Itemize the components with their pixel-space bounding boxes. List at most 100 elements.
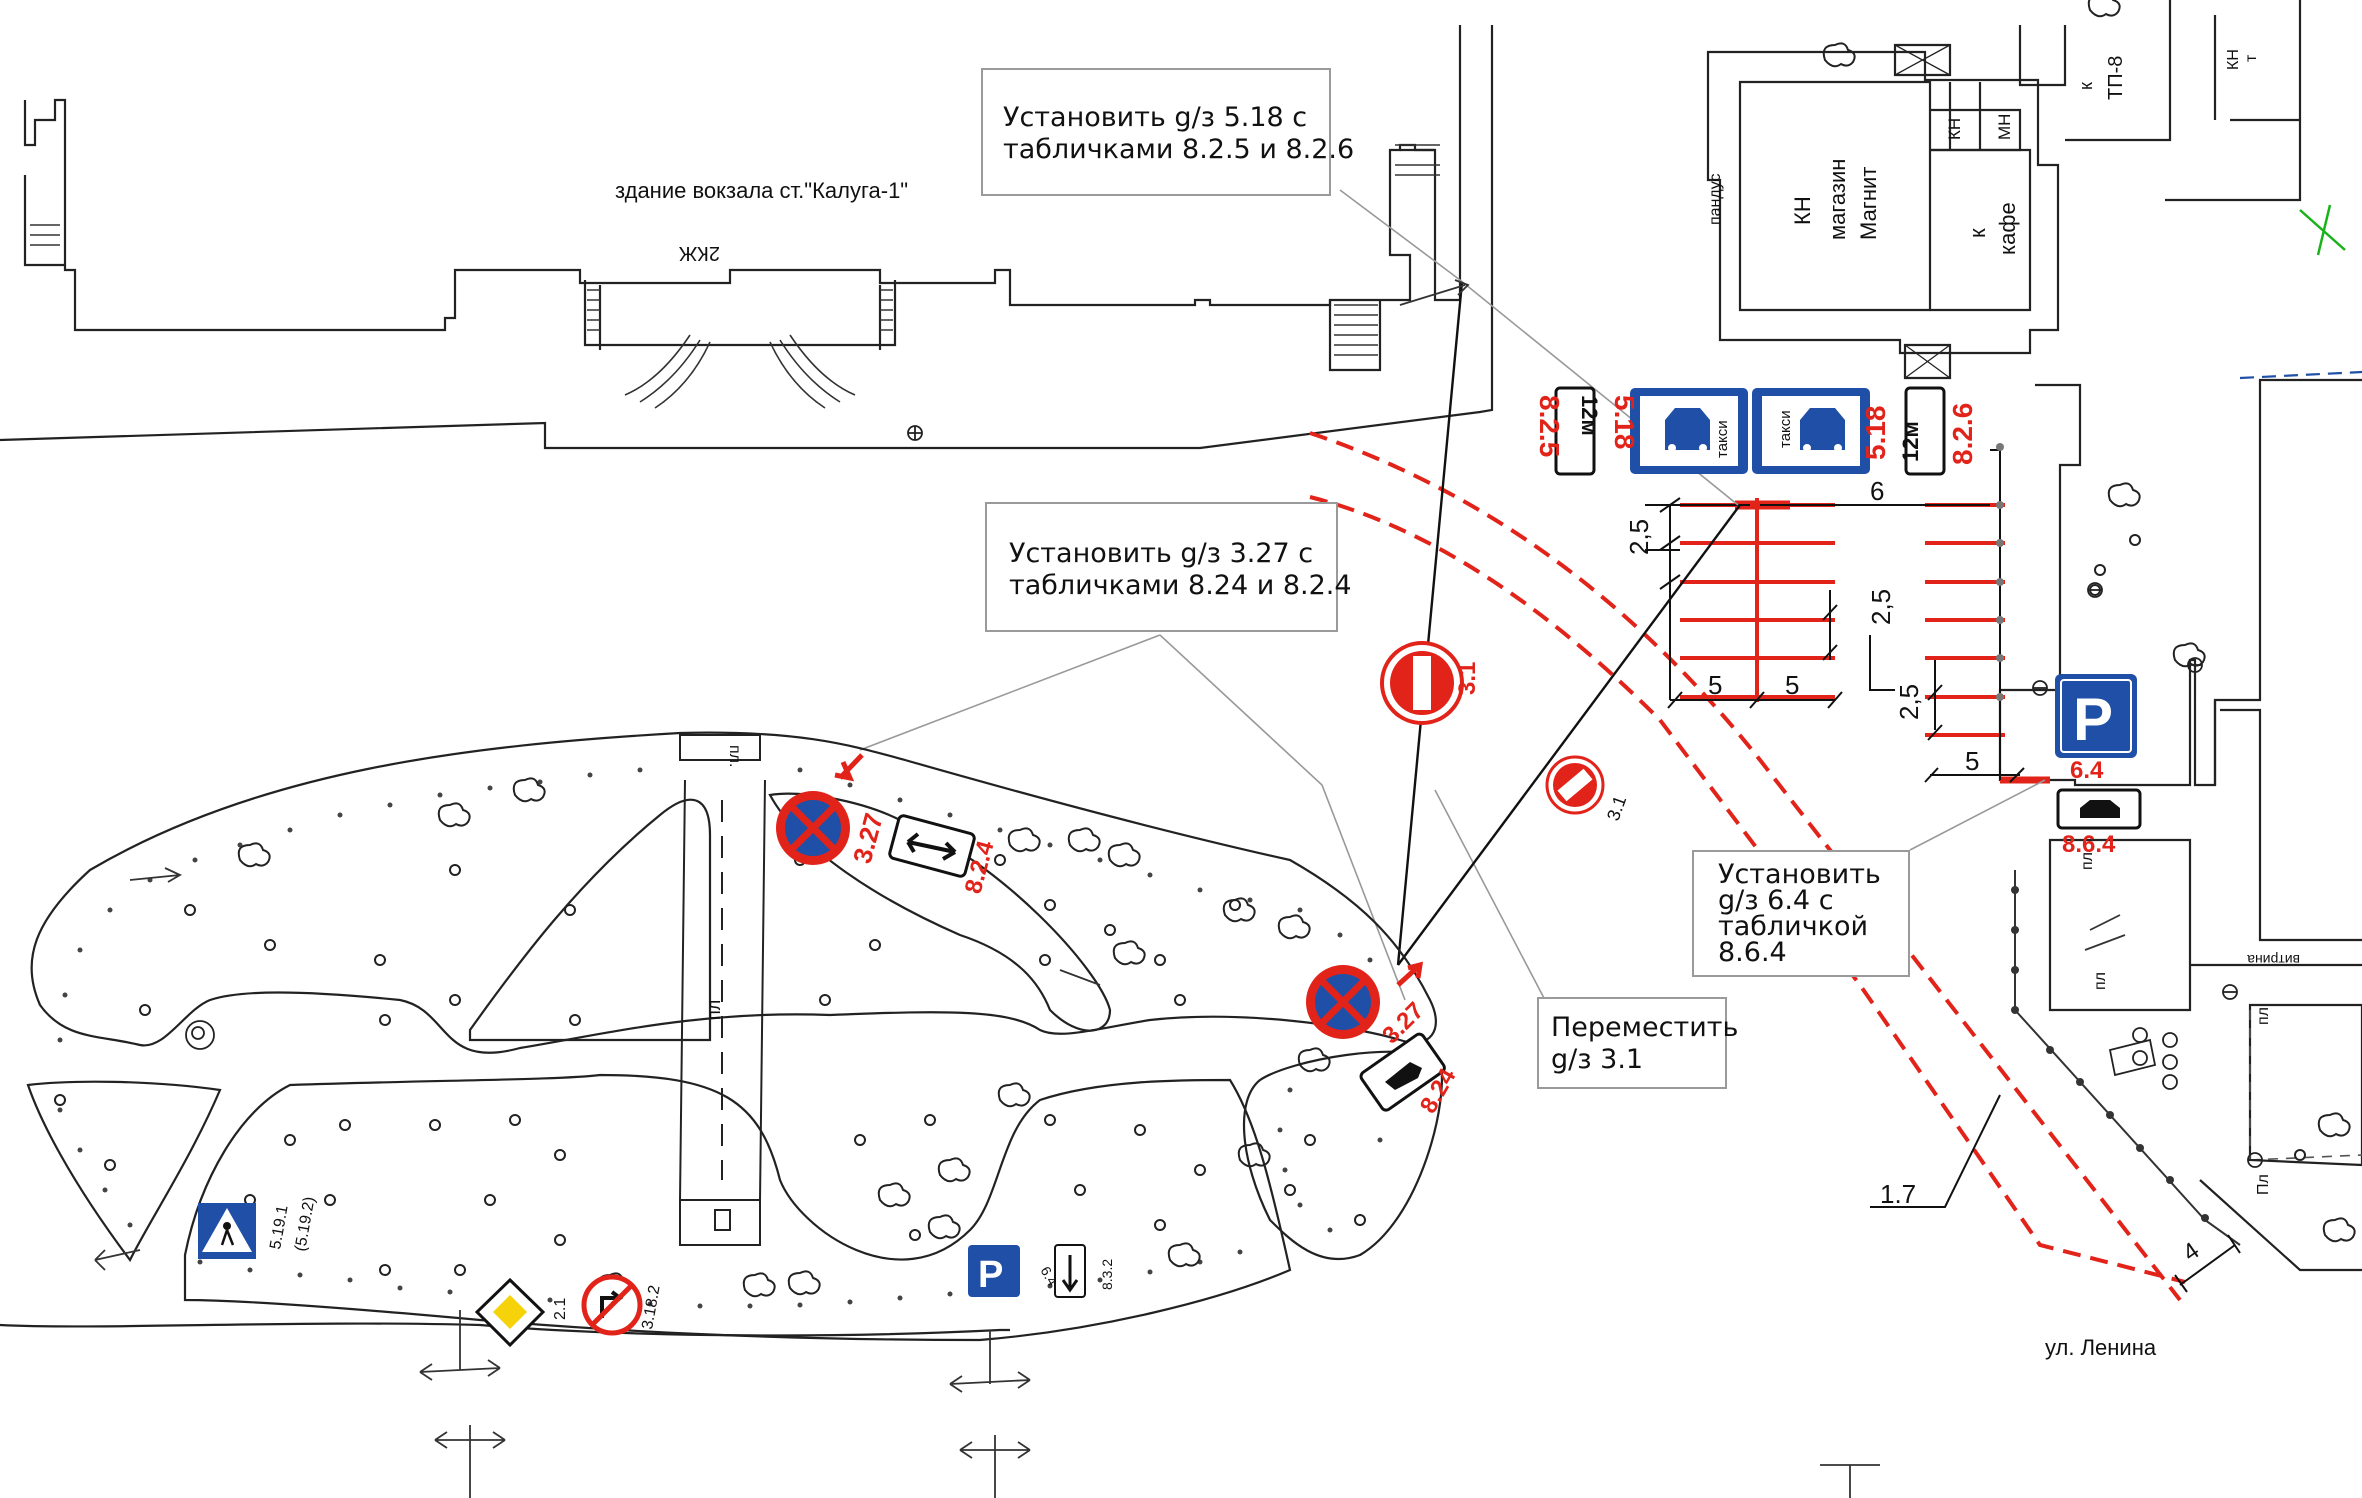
kn-t-1: КН (2225, 49, 2242, 70)
code-8-6-4: 8.6.4 (2062, 831, 2116, 858)
code-8-2-5: 8.2.5 (1534, 395, 1565, 457)
callout-4-line-1: Переместить (1551, 1012, 1739, 1043)
vitrina-label: витрина (2247, 952, 2300, 968)
plate-8-6-4 (2056, 788, 2142, 830)
taxi-word-right: такси (1777, 410, 1794, 448)
east-pl-label: пл (2255, 1007, 2272, 1025)
road-dashed-lines (1309, 431, 2186, 1302)
callout-1-line-1: Установить g/з 5.18 с (1003, 102, 1308, 133)
taxi-word-left: такси (1714, 420, 1731, 458)
callout-move-3-1: Переместить g/з 3.1 (1537, 997, 1739, 1089)
dim-6: 6 (1870, 476, 1884, 506)
dim-5-b: 5 (1785, 670, 1799, 700)
callout-install-3-27: Установить g/з 3.27 с табличками 8.24 и … (985, 502, 1352, 632)
callout-install-6-4: Установить g/з 6.4 с табличкой 8.6.4 (1692, 850, 1910, 977)
heavy-leaders (1396, 281, 1741, 966)
lane-dimension (1870, 1094, 2241, 1293)
taxi-sign-5-18-right (1752, 388, 1870, 474)
parking-sign-6-4 (2055, 674, 2137, 758)
code-5-18-left: 5.18 (1609, 395, 1640, 450)
plate-8-2-4-lower (1359, 1032, 1446, 1112)
east-pl-label-2: пл (2092, 972, 2109, 990)
callout-4-line-2: g/з 3.1 (1551, 1044, 1644, 1075)
code-3-1-a: 3.1 (1454, 662, 1481, 695)
marking-1-7: 1.7 (1880, 1179, 1916, 1209)
cafe-k: к (1965, 228, 1990, 238)
dim-2-5-a: 2,5 (1624, 519, 1654, 555)
ne-buildings (1706, 0, 2302, 380)
east-dashes (2249, 1010, 2362, 1161)
parking-small-letter: P (978, 1254, 1003, 1296)
shop-brand: Магнит (1856, 167, 1881, 240)
park-path (679, 734, 766, 1246)
callout-3-line-4: 8.6.4 (1718, 937, 1787, 968)
building-code: 2КЖ (678, 242, 720, 264)
taxi-sign-5-18-left (1630, 388, 1748, 474)
shop-kn: КН (1790, 196, 1815, 225)
lamp-symbols (185, 425, 2263, 1168)
path-label: пл (704, 1000, 724, 1020)
sign-post-lower (1396, 961, 1424, 987)
code-3-18-2: 3.18.2 (639, 1284, 663, 1331)
tree-row-dots (57, 767, 1403, 1309)
tree-circles (54, 534, 2306, 1276)
east-fence (2014, 870, 2241, 1246)
code-5-19-2: (5.19.2) (292, 1195, 318, 1252)
plate-8-2-6-text: 12м (1898, 421, 1923, 462)
ramp-label: пандус (1707, 173, 1724, 225)
parking-letter: P (2073, 686, 2113, 753)
dim-2-5-b: 2,5 (1866, 589, 1896, 625)
main-road-sign-2-1 (474, 1277, 546, 1348)
dim-5-c: 5 (1965, 746, 1979, 776)
taxi-parking-markings (1680, 498, 2050, 784)
code-5-18-right: 5.18 (1860, 406, 1891, 461)
code-2-1: 2.1 (552, 1298, 569, 1320)
blue-line (2239, 370, 2362, 380)
code-5-19-1: 5.19.1 (267, 1204, 291, 1251)
ne-hatch (1894, 44, 1951, 379)
street-light-markers (94, 279, 2126, 1498)
station-building (0, 25, 1494, 450)
dim-4: 4 (2178, 1237, 2204, 1267)
green-mark (2299, 204, 2346, 256)
east-fence-dots (2011, 886, 2209, 1222)
callout-2-line-1: Установить g/з 3.27 с (1009, 538, 1314, 569)
tp8-name: ТП-8 (2105, 56, 2127, 100)
plate-8-2-4-upper (888, 814, 976, 878)
dimension-lines (1645, 449, 2025, 783)
sign-post-upper (834, 753, 864, 782)
plate-8-2-5 (1554, 386, 1596, 476)
callout-2-line-2: табличками 8.24 и 8.2.4 (1009, 570, 1352, 601)
callout-3-line-2: g/з 6.4 с (1718, 885, 1834, 916)
callout-install-5-18: Установить g/з 5.18 с табличками 8.2.5 и… (981, 68, 1355, 196)
callout-3-line-1: Установить (1718, 859, 1881, 890)
crossing-sign-5-19-1 (198, 1203, 256, 1259)
east-pl-label-3: пл (2079, 852, 2096, 870)
street-label: ул. Ленина (2045, 1335, 2157, 1360)
no-entry-sign-3-1-small (1545, 755, 1605, 815)
code-3-1-b: 3.1 (1603, 793, 1630, 823)
no-stopping-sign-3-27-lower (1306, 965, 1380, 1039)
no-entry-sign-3-1 (1380, 641, 1464, 725)
east-pn-label: Пл (2255, 1174, 2272, 1195)
no-stopping-sign-3-27-upper (776, 791, 850, 865)
code-8-3-2: 8.3.2 (1099, 1259, 1115, 1290)
grey-posts (1996, 443, 2004, 701)
station-stairs (30, 144, 1440, 409)
dim-2-5-c: 2,5 (1894, 684, 1924, 720)
callout-1-line-2: табличками 8.2.5 и 8.2.6 (1003, 134, 1355, 165)
no-turn-sign (581, 1274, 643, 1336)
tp8-k: к (2076, 82, 2096, 90)
cafe-name: кафе (1995, 202, 2020, 255)
shop-name: магазин (1825, 159, 1850, 240)
plate-8-2-5-text: 12м (1577, 395, 1602, 436)
parking-sign-small (968, 1245, 1020, 1297)
callout-3-line-3: табличкой (1718, 911, 1869, 942)
code-3-27-upper: 3.27 (847, 810, 889, 867)
room-kn: КН (1945, 118, 1964, 140)
plate-8-2-6 (1904, 386, 1946, 476)
path-label-top: пл. (726, 745, 743, 767)
code-8-2-6: 8.2.6 (1947, 403, 1978, 465)
